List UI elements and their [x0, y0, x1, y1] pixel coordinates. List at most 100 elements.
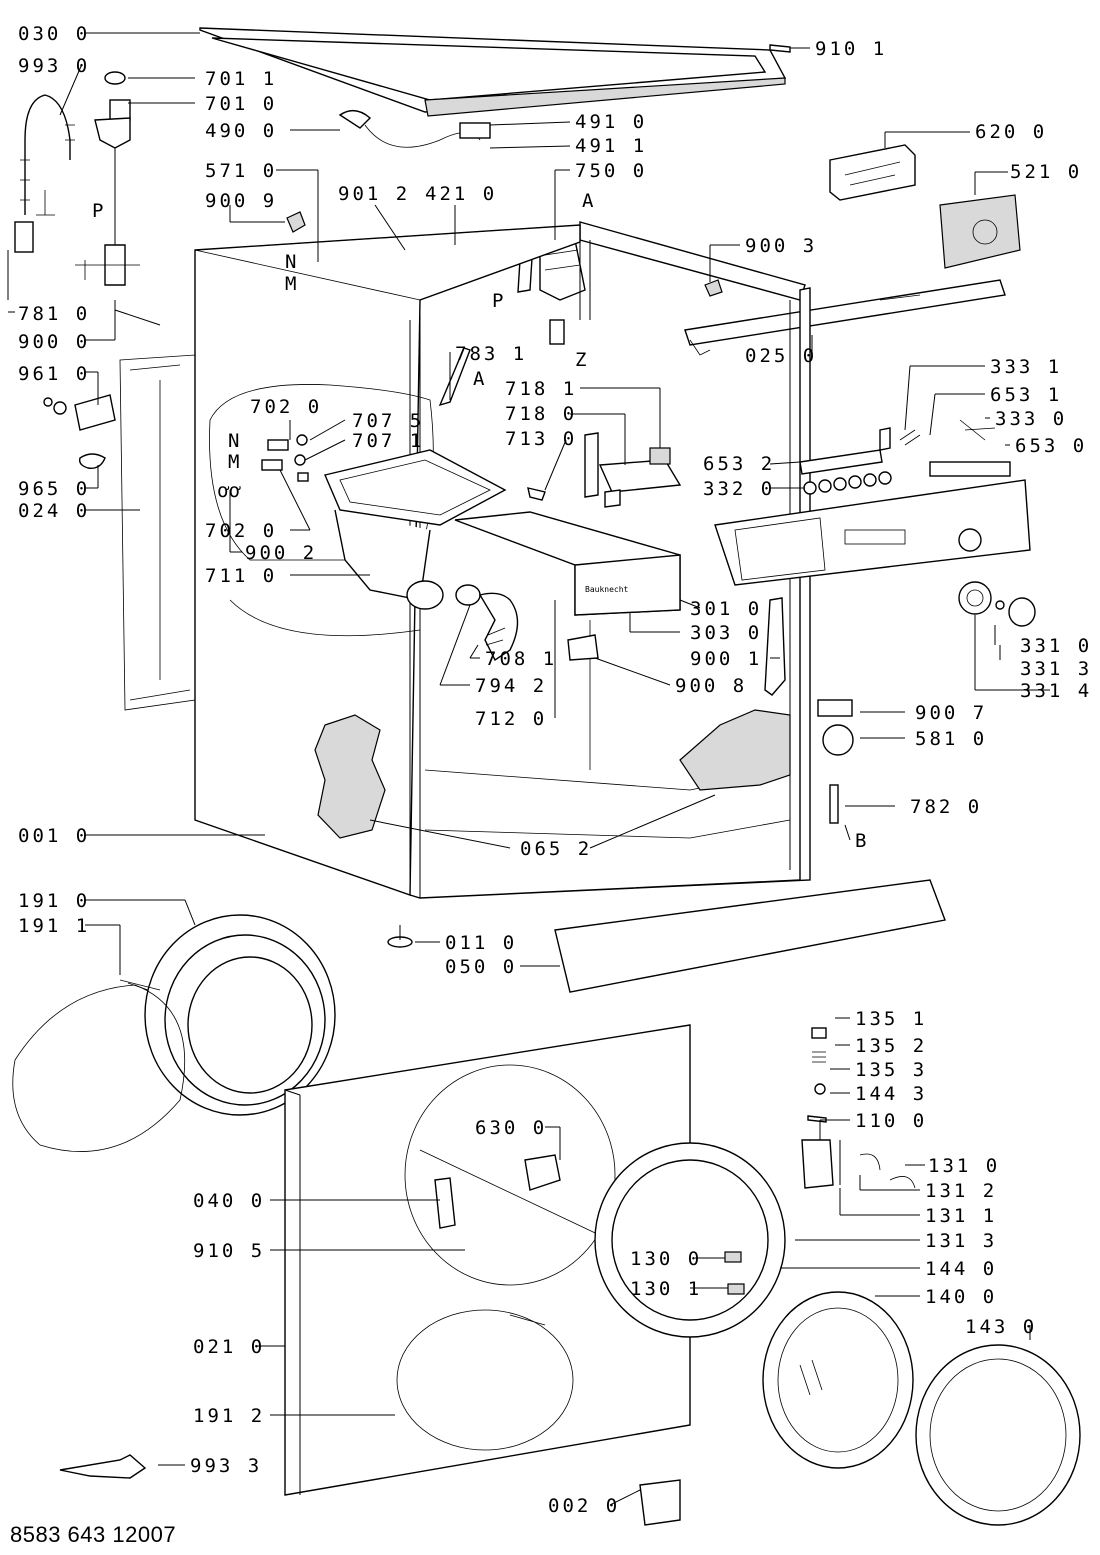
callout-3313: 331 3	[1020, 658, 1092, 680]
callout-7011: 701 1	[205, 68, 277, 90]
callout-7820: 782 0	[910, 796, 982, 818]
callout-7120: 712 0	[475, 708, 547, 730]
callout-7180: 718 0	[505, 403, 577, 425]
ref-n-left: N	[285, 251, 296, 273]
callout-0250: 025 0	[745, 345, 817, 367]
ref-m-left: M	[285, 273, 296, 295]
callout-1100: 110 0	[855, 1110, 927, 1132]
callout-4210: 421 0	[425, 183, 497, 205]
pressure-tank	[517, 239, 586, 345]
callout-9933: 993 3	[190, 1455, 262, 1477]
callout-9930: 993 0	[18, 55, 90, 77]
callout-7075: 707 5	[352, 410, 424, 432]
drawer-parts-718	[527, 432, 682, 508]
ref-b: B	[855, 830, 866, 852]
screw-top	[769, 44, 791, 53]
callout-7831: 783 1	[455, 343, 527, 365]
callout-7071: 707 1	[352, 430, 424, 452]
callout-1910: 191 0	[18, 890, 90, 912]
callout-9009: 900 9	[205, 190, 277, 212]
leader-lines	[7, 32, 1050, 1506]
callout-1443: 144 3	[855, 1083, 927, 1105]
plate-0020	[639, 1479, 681, 1526]
rear-panel	[119, 354, 196, 711]
callout-6200: 620 0	[975, 121, 1047, 143]
callout-9012: 901 2	[338, 183, 410, 205]
callout-3314: 331 4	[1020, 680, 1092, 702]
aquastop-valve	[75, 71, 140, 286]
callout-6300: 630 0	[475, 1117, 547, 1139]
callout-4910: 491 0	[575, 111, 647, 133]
callout-1353: 135 3	[855, 1059, 927, 1081]
inlet-hose	[14, 94, 75, 253]
ref-m-mid: M	[228, 451, 239, 473]
callout-1911: 191 1	[18, 915, 90, 937]
callout-7810: 781 0	[18, 303, 90, 325]
callout-0210: 021 0	[193, 1336, 265, 1358]
callout-1430: 143 0	[965, 1316, 1037, 1338]
callout-9101: 910 1	[815, 38, 887, 60]
callout-7181: 718 1	[505, 378, 577, 400]
electronic-board	[829, 144, 916, 201]
callout-9000: 900 0	[18, 331, 90, 353]
callout-7500: 750 0	[575, 160, 647, 182]
callout-0110: 011 0	[445, 932, 517, 954]
callout-3330: 333 0	[995, 408, 1067, 430]
control-panel-fascia	[714, 479, 1031, 586]
drain-bellows	[455, 584, 519, 662]
callout-9002: 900 2	[245, 542, 317, 564]
drain-filter	[43, 394, 116, 431]
callout-4900: 490 0	[205, 120, 277, 142]
spring-1912	[509, 1314, 546, 1326]
callout-0010: 001 0	[18, 825, 90, 847]
clip-9009	[286, 211, 306, 233]
callout-9003: 900 3	[745, 235, 817, 257]
callout-7020-top: 702 0	[250, 396, 322, 418]
callout-5810: 581 0	[915, 728, 987, 750]
callout-0652: 065 2	[520, 838, 592, 860]
rod-7820	[829, 784, 839, 824]
callout-9650: 965 0	[18, 478, 90, 500]
callout-1912: 191 2	[193, 1405, 265, 1427]
callout-6532: 653 2	[703, 453, 775, 475]
ref-a-mid: A	[473, 368, 485, 390]
top-rail	[684, 279, 1006, 356]
callout-labels: 030 0 993 0 701 1 701 0 490 0 491 0 491 …	[18, 23, 1092, 1517]
ref-n-mid: N	[228, 430, 239, 452]
clip-9003	[704, 279, 723, 297]
adjustable-foot	[387, 925, 413, 948]
callout-1311: 131 1	[925, 1205, 997, 1227]
callout-1312: 131 2	[925, 1180, 997, 1202]
plinth	[554, 879, 946, 993]
callout-5710: 571 0	[205, 160, 277, 182]
hose-7831	[438, 347, 471, 407]
callout-7130: 713 0	[505, 428, 577, 450]
callout-9105: 910 5	[193, 1240, 265, 1262]
front-panel	[284, 1024, 691, 1496]
callout-1351: 135 1	[855, 1008, 927, 1030]
side-rail	[579, 221, 806, 301]
small-parts-135	[807, 1027, 827, 1123]
drawer-brand-label: Bauknecht	[585, 585, 629, 594]
hinge-0400	[434, 1177, 456, 1229]
callout-1301: 130 1	[630, 1278, 702, 1300]
callout-1400: 140 0	[925, 1286, 997, 1308]
door-seal	[12, 914, 336, 1152]
power-cable	[338, 110, 491, 148]
door-frame	[594, 1142, 786, 1338]
callout-1310: 131 0	[928, 1155, 1000, 1177]
document-number: 8583 643 12007	[10, 1522, 177, 1547]
control-module	[939, 194, 1021, 269]
seal-9650	[78, 453, 106, 469]
door-handle	[801, 1139, 916, 1189]
detergent-housing	[324, 449, 507, 610]
program-knob	[958, 581, 1036, 627]
callout-0020: 002 0	[548, 1495, 620, 1517]
callout-3320: 332 0	[703, 478, 775, 500]
callout-1440: 144 0	[925, 1258, 997, 1280]
callout-7942: 794 2	[475, 675, 547, 697]
callout-1352: 135 2	[855, 1035, 927, 1057]
ref-p-left: P	[92, 200, 103, 222]
callout-7081: 708 1	[485, 648, 557, 670]
tool-9933	[59, 1454, 147, 1479]
